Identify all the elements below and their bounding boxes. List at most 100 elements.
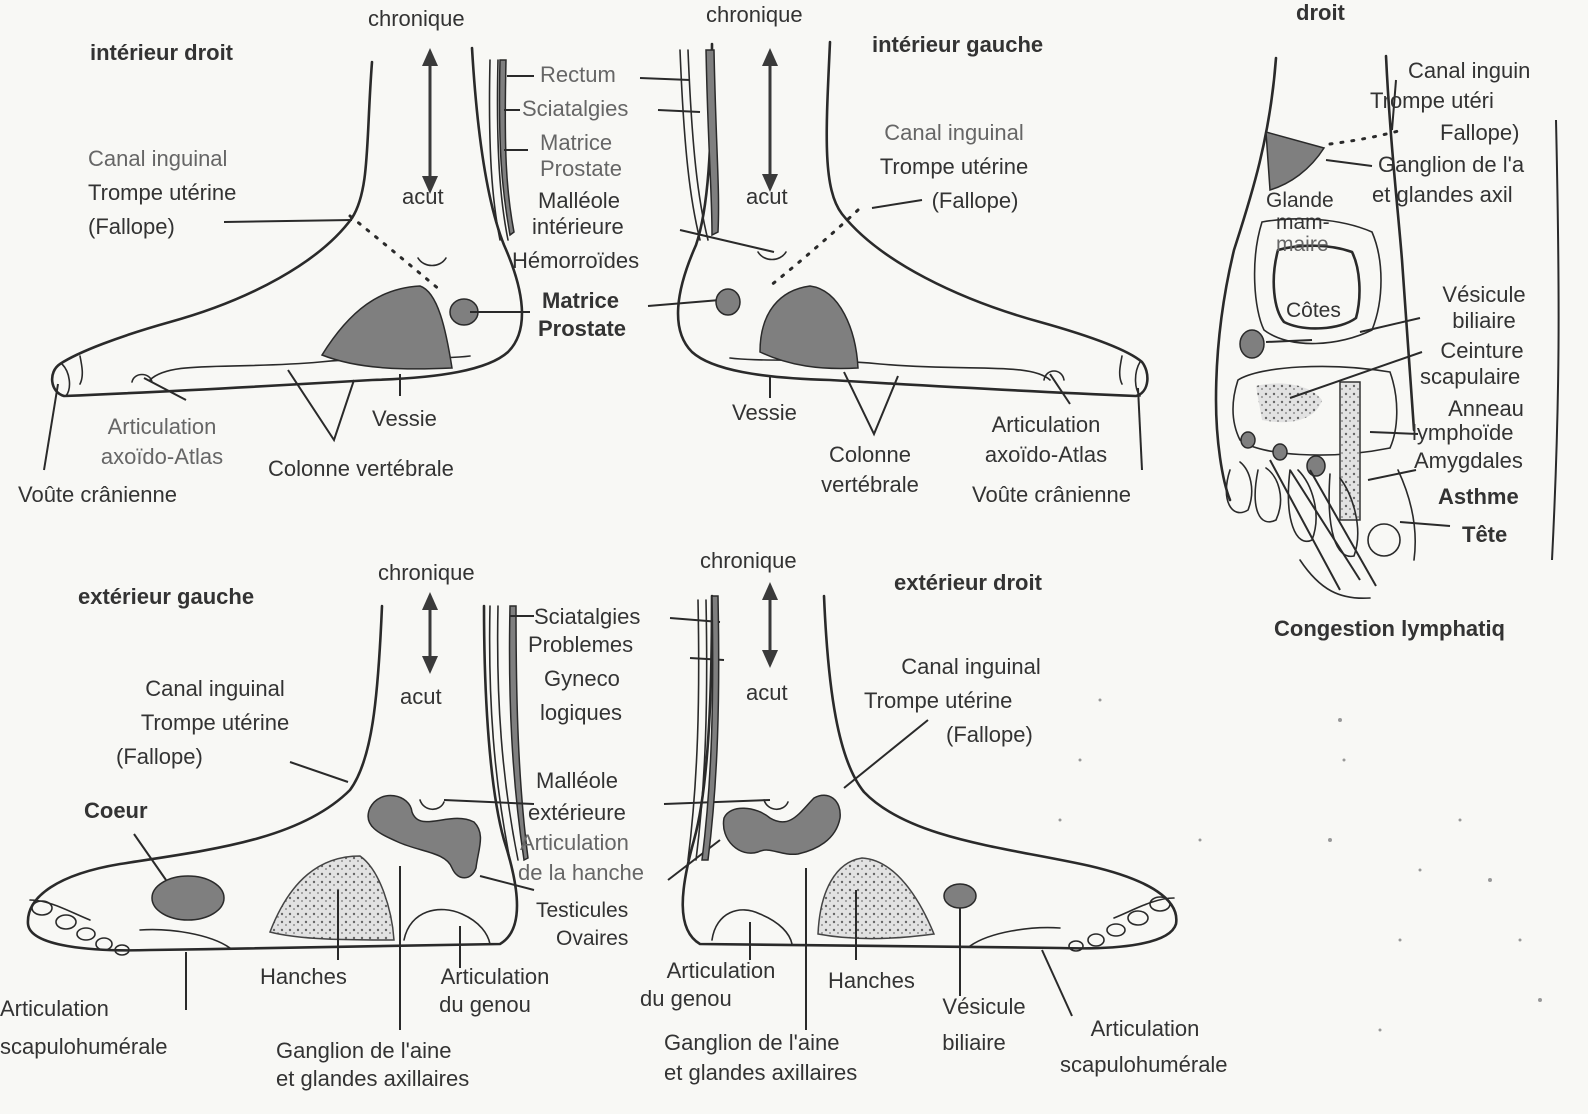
label-canal-right-1: Canal inguin — [1408, 58, 1531, 83]
label-gyneco: Gyneco — [544, 666, 620, 691]
label-canal-right-3: Fallope) — [1440, 120, 1520, 145]
label-glande: Glande — [1266, 189, 1334, 212]
label-scapulaire: scapulaire — [1420, 364, 1521, 389]
label-sciatalgies-bottom: Sciatalgies — [534, 604, 641, 629]
label-cotes: Côtes — [1286, 299, 1341, 322]
panel-title-droit: droit — [1296, 0, 1345, 25]
label-canal-tr-2: Trompe utérine — [879, 154, 1029, 179]
label-chronique-br: chronique — [700, 548, 797, 573]
scan-noise — [1058, 698, 1542, 1032]
foot-bottom-right — [681, 582, 1178, 1030]
label-genou-br-2: du genou — [640, 986, 732, 1011]
label-vesicule-br-1: Vésicule — [942, 994, 1026, 1019]
foot-top-right — [676, 40, 1149, 471]
label-ceinture: Ceinture — [1440, 338, 1524, 363]
label-maire: maire — [1276, 233, 1329, 256]
label-mam: mam- — [1276, 211, 1330, 234]
label-ganglion-right-2: et glandes axil — [1372, 182, 1513, 207]
label-canal-right-2: Trompe utéri — [1370, 88, 1494, 113]
label-ovaires: Ovaires — [556, 927, 629, 950]
label-canal-br-1: Canal inguinal — [901, 654, 1041, 679]
label-vessie-tl: Vessie — [372, 406, 437, 431]
label-canal-bl-3: (Fallope) — [116, 744, 203, 769]
label-voute-tl: Voûte crânienne — [18, 482, 178, 507]
foot-top-left — [43, 46, 524, 471]
label-ganglion-bl-1: Ganglion de l'aine — [276, 1038, 452, 1063]
label-vesicule-right-1: Vésicule — [1442, 282, 1526, 307]
label-vesicule-right-2: biliaire — [1452, 308, 1516, 333]
label-ganglion-right-1: Ganglion de l'a — [1378, 152, 1525, 177]
label-canal-br-3: (Fallope) — [946, 722, 1033, 747]
foot-right-top-view — [1214, 54, 1560, 600]
panel-title-interieur-gauche: intérieur gauche — [872, 32, 1044, 57]
label-ganglion-br-2: et glandes axillaires — [664, 1060, 858, 1085]
panel-title-exterieur-gauche: extérieur gauche — [78, 584, 255, 609]
panel-title-interieur-droit: intérieur droit — [90, 40, 234, 65]
label-matrice2: Matrice — [542, 288, 620, 313]
label-exterieure: extérieure — [528, 800, 626, 825]
label-vessie-tr: Vessie — [732, 400, 797, 425]
label-articulation-tl: Articulation — [107, 414, 217, 439]
label-hanches-bl: Hanches — [260, 964, 347, 989]
label-acut-bl: acut — [400, 684, 442, 709]
canal-line3: (Fallope) — [88, 214, 175, 239]
label-colonne-tr-2: vertébrale — [821, 472, 919, 497]
label-colonne-tl: Colonne vertébrale — [268, 456, 454, 481]
label-malleole-int: Malléole — [538, 188, 620, 213]
label-rectum: Rectum — [540, 62, 616, 87]
label-canal-br-2: Trompe utérine — [864, 688, 1013, 713]
label-articulation-tr-1: Articulation — [991, 412, 1101, 437]
label-articulation-tr-2: axoïdo-Atlas — [984, 442, 1108, 467]
label-interieure: intérieure — [532, 214, 624, 239]
label-articulation-bl-2: scapulohumérale — [0, 1034, 168, 1059]
label-articulation-hanche-1: Articulation — [520, 830, 629, 855]
label-prostate2: Prostate — [538, 316, 627, 341]
foot-bottom-left — [26, 592, 535, 1030]
label-acut-br: acut — [746, 680, 788, 705]
label-canal-tr-1: Canal inguinal — [884, 120, 1024, 145]
label-articulation-bl-1: Articulation — [0, 996, 109, 1021]
label-hanches-br: Hanches — [828, 968, 915, 993]
label-problemes: Problemes — [528, 632, 634, 657]
label-axoido-tl: axoïdo-Atlas — [100, 444, 224, 469]
canal-line1: Canal inguinal — [88, 146, 228, 171]
label-acut-tl: acut — [402, 184, 444, 209]
label-ganglion-br-1: Ganglion de l'aine — [664, 1030, 840, 1055]
label-ganglion-bl-2: et glandes axillaires — [276, 1066, 470, 1091]
label-tete: Tête — [1462, 522, 1508, 547]
center-top-leaders — [470, 75, 775, 313]
label-acut-tr: acut — [746, 184, 788, 209]
label-congestion: Congestion lymphatiq — [1274, 616, 1505, 641]
label-hemorroides: Hémorroïdes — [512, 248, 640, 273]
label-articulation-br-2: scapulohumérale — [1060, 1052, 1228, 1077]
label-asthme: Asthme — [1438, 484, 1519, 509]
label-lymphoide: lymphoïde — [1412, 420, 1514, 445]
label-prostate-top: Prostate — [540, 156, 622, 181]
label-malleole-ext: Malléole — [536, 768, 618, 793]
label-canal-bl-1: Canal inguinal — [145, 676, 285, 701]
label-voute-tr: Voûte crânienne — [972, 482, 1132, 507]
label-genou-br-1: Articulation — [666, 958, 776, 983]
label-articulation-br-1: Articulation — [1090, 1016, 1200, 1041]
label-colonne-tr-1: Colonne — [829, 442, 911, 467]
label-canal-bl-2: Trompe utérine — [140, 710, 290, 735]
label-chronique-bl: chronique — [378, 560, 475, 585]
panel-title-exterieur-droit: extérieur droit — [894, 570, 1042, 595]
label-genou-bl-1: Articulation — [440, 964, 550, 989]
label-matrice-top: Matrice — [540, 130, 613, 155]
canal-line2: Trompe utérine — [88, 180, 237, 205]
label-logiques: logiques — [540, 700, 622, 725]
label-articulation-hanche-2: de la hanche — [518, 860, 644, 885]
label-canal-tr-3: (Fallope) — [931, 188, 1019, 213]
label-coeur: Coeur — [84, 798, 148, 823]
label-vesicule-br-2: biliaire — [942, 1030, 1006, 1055]
label-amygdales: Amygdales — [1414, 448, 1523, 473]
label-anneau: Anneau — [1448, 396, 1524, 421]
label-genou-bl-2: du genou — [439, 992, 531, 1017]
label-chronique-tl: chronique — [368, 6, 465, 31]
label-testicules: Testicules — [536, 899, 629, 922]
label-chronique-tr: chronique — [706, 2, 803, 27]
label-sciatalgies-top: Sciatalgies — [522, 96, 629, 121]
